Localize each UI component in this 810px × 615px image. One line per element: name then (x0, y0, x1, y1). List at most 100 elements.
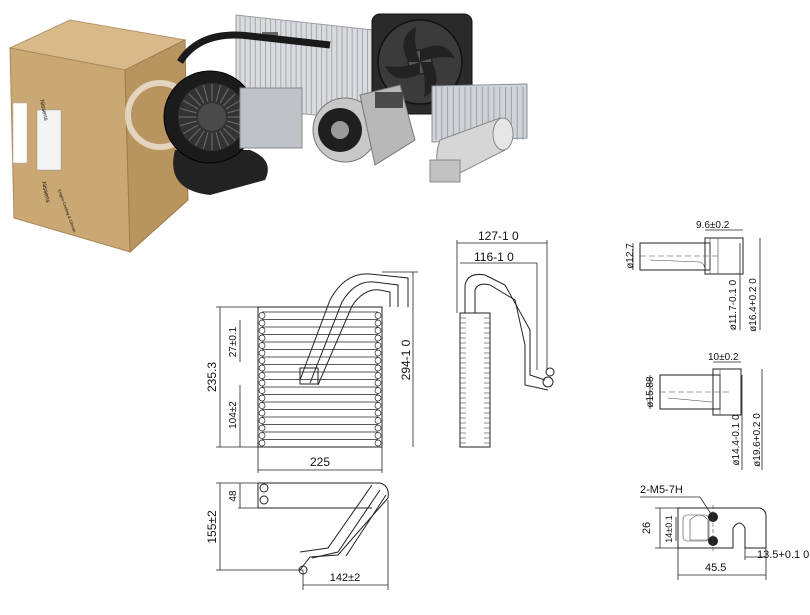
blower-blade (194, 88, 205, 104)
tube-end-left (258, 409, 266, 417)
box-brand-label: Nissens (38, 99, 48, 121)
blower-motor (163, 70, 303, 195)
detail-mid-length-label: 10±0.2 (708, 352, 739, 363)
tube-end-right (374, 312, 382, 319)
blower-blade (225, 99, 241, 110)
front-height-overall-label: 294-1 0 (399, 339, 413, 380)
ac-hose (177, 31, 331, 64)
tube-end-right (374, 432, 382, 439)
tube-end-right (374, 334, 382, 342)
bottom-offset-label: 48 (228, 490, 239, 502)
tube-end-left (258, 364, 266, 372)
detail-top-dia-tube-label: ø12.7 (625, 243, 636, 269)
tube-end-right (374, 402, 382, 409)
flange-hole-pitch-label: 14±0.1 (664, 515, 674, 542)
box-brand-label-lower: Nissens (40, 181, 50, 203)
blower-blade (188, 127, 202, 141)
blower-blade (179, 107, 197, 114)
detail-mid-dia-tube-label: ø15.88 (645, 376, 656, 408)
evaporator-pipe-c (317, 289, 391, 386)
side-width-inner-label: 116-1 0 (474, 250, 514, 264)
evaporator-core-outline (257, 306, 383, 448)
evaporator-pipe-b (309, 281, 399, 384)
front-height-lower-label: 104±2 (228, 401, 239, 429)
blower-blade (188, 93, 202, 107)
side-pipe-b (474, 283, 549, 391)
tube-end-left (258, 424, 266, 432)
side-pipe-a (464, 274, 546, 381)
blower-blade (183, 99, 199, 110)
blower-blade (202, 84, 209, 102)
blower-blade (215, 132, 222, 150)
tube-end-right (374, 409, 382, 417)
front-width-label: 225 (310, 455, 330, 469)
tube-end-right (374, 387, 382, 394)
tube-end-left (258, 349, 266, 357)
tube-end-right (374, 319, 382, 327)
receiver-drier (429, 117, 514, 183)
detail-top-length-label: 9.6±0.2 (696, 220, 730, 231)
tube-end-right (374, 342, 382, 349)
tube-end-left (258, 394, 266, 402)
evaporator-pipe-a (299, 273, 409, 381)
product-photo: Nissens Nissens Engine Cooling & Climate (8, 13, 528, 254)
evaporator-fins (258, 311, 382, 447)
front-height-outer-label: 235.3 (205, 362, 219, 392)
tube-end-right (374, 424, 382, 432)
tube-end-left (258, 319, 266, 327)
tube-end-left (258, 312, 266, 319)
bottom-width-label: 142±2 (330, 572, 361, 584)
tube-spacing-label: 27±0.1 (228, 326, 239, 357)
tube-end-right (374, 357, 382, 364)
flange-width-label: 45.5 (705, 562, 726, 574)
tube-end-left (258, 334, 266, 342)
tube-end-left (258, 432, 266, 439)
flange-offset-label: 13.5+0.1 0 (757, 549, 809, 561)
tube-end-right (374, 372, 382, 379)
side-width-outer-label: 127-1 0 (478, 229, 519, 243)
pipe-flange (299, 367, 319, 385)
blower-blade (194, 130, 205, 146)
bottom-depth-label: 155±2 (205, 510, 219, 544)
blower-blade (219, 88, 230, 104)
tube-end-left (258, 379, 266, 387)
blower-blade (222, 93, 236, 107)
detail-mid-dia-outer-label: ø19.6+0.2 0 (752, 413, 763, 467)
evaporator-front-view: 225 235.3 27±0.1 104±2 294-1 0 (205, 271, 418, 473)
evaporator-side-view: 127-1 0 116-1 0 (456, 229, 555, 448)
detail-top-dia-inner-label: ø11.7-0.1 0 (728, 279, 739, 330)
tube-end-right (374, 439, 382, 447)
tube-end-left (258, 357, 266, 364)
tube-end-left (258, 372, 266, 379)
compressor (312, 84, 416, 166)
detail-mid-dia-inner-label: ø14.4-0.1 0 (731, 414, 742, 466)
tube-end-right (374, 417, 382, 424)
tube-end-right (374, 394, 382, 402)
bottom-outline (258, 482, 389, 571)
blower-blade (183, 124, 199, 135)
nissens-box: Nissens Nissens Engine Cooling & Climate (8, 19, 195, 254)
blower-blade (215, 84, 222, 102)
tube-end-right (374, 364, 382, 372)
blower-blade (219, 130, 230, 146)
detail-fitting-12-7: 9.6±0.2 ø12.7 ø11.7-0.1 0 ø16.4+0.2 0 (625, 220, 761, 332)
tube-end-left (258, 387, 266, 394)
tube-end-left (258, 402, 266, 409)
blower-blade (179, 120, 197, 127)
tube-end-left (258, 439, 266, 447)
detail-flange: 2-M5-7H 26 14±0.1 45.5 13.5+0.1 0 (640, 484, 809, 580)
detail-top-dia-outer-label: ø16.4+0.2 0 (748, 278, 759, 332)
tube-end-left (258, 327, 266, 334)
tube-end-right (374, 327, 382, 334)
tube-end-left (258, 417, 266, 424)
tube-end-right (374, 349, 382, 357)
tube-end-right (374, 379, 382, 387)
blower-blade (202, 132, 209, 150)
blower-blade (225, 124, 241, 135)
tube-end-left (258, 342, 266, 349)
detail-fitting-15-88: 10±0.2 ø15.88 ø14.4-0.1 0 ø19.6+0.2 0 (645, 352, 763, 470)
evaporator-bottom-view: 155±2 48 142±2 (205, 482, 389, 590)
flange-height-label: 26 (641, 522, 653, 534)
